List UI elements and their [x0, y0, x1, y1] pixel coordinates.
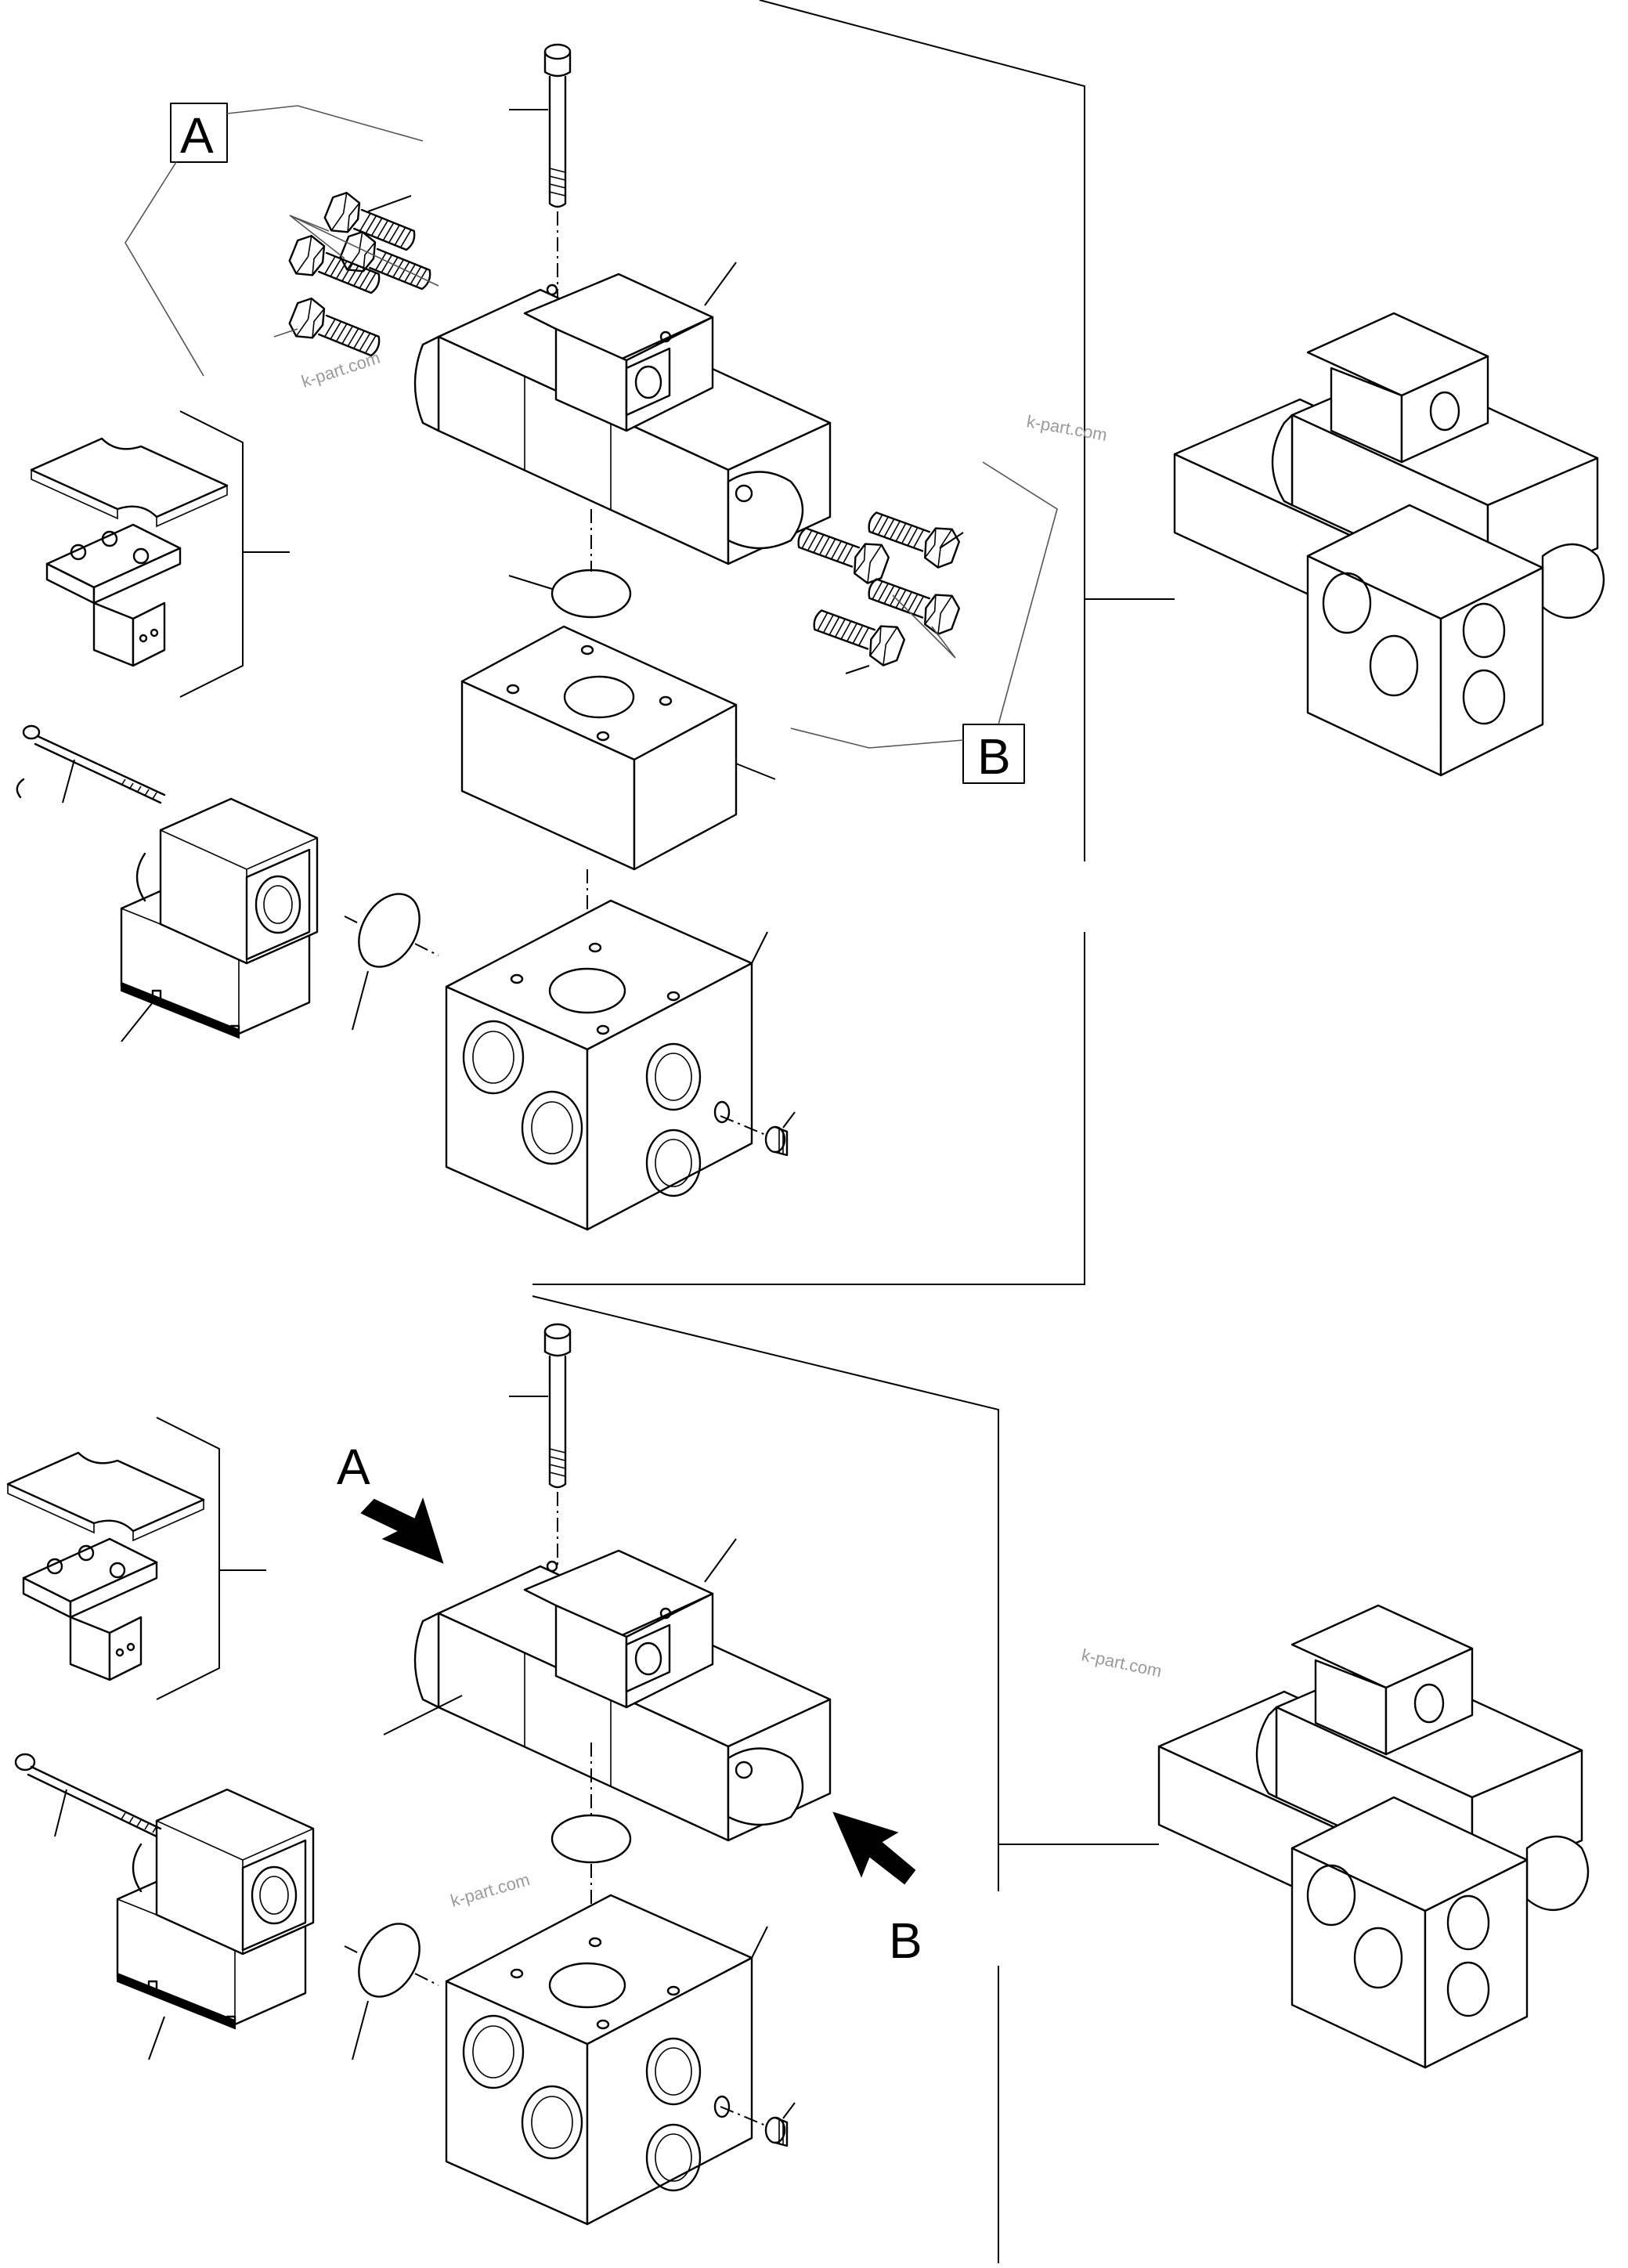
top-label-b: B	[977, 728, 1011, 785]
top-label-b-box: B	[790, 461, 1058, 785]
bottom-exploded-view: A B	[6, 1295, 1590, 2263]
watermark-3: k-part.com	[448, 1869, 532, 1911]
bottom-coil-o-ring	[344, 1923, 439, 2060]
top-label-a-box: A	[125, 103, 424, 377]
top-spacer-plate	[460, 625, 776, 871]
bottom-group-bracket	[532, 1295, 1159, 2263]
top-coil-assembly	[120, 797, 319, 1042]
top-exploded-view: A B	[16, 0, 1605, 1285]
top-plug	[720, 1111, 796, 1157]
top-manifold-block	[445, 899, 768, 1231]
top-assembled-valve	[1173, 312, 1605, 777]
bottom-arrow-a: A	[337, 1439, 444, 1564]
bottom-label-b: B	[889, 1912, 922, 1969]
bottom-cap-screw	[509, 1323, 572, 1489]
bottom-arrow-b: B	[832, 1811, 922, 1969]
watermark-4: k-part.com	[1080, 1645, 1164, 1681]
top-bolts-right	[791, 500, 964, 674]
top-coil-o-ring	[344, 893, 439, 1031]
bottom-terminal-bracket	[156, 1417, 266, 1700]
bottom-o-ring	[550, 1814, 632, 1864]
watermark-2: k-part.com	[1025, 411, 1109, 445]
top-label-a: A	[180, 107, 214, 164]
bottom-coil-assembly	[116, 1788, 315, 2060]
top-coil-rod	[16, 724, 166, 804]
top-bolts-left	[273, 187, 439, 367]
bottom-label-a: A	[337, 1439, 370, 1495]
top-terminal-block	[30, 437, 229, 667]
bottom-valve-body	[383, 1538, 832, 1842]
top-terminal-bracket	[179, 410, 290, 698]
top-group-bracket	[532, 0, 1175, 1285]
top-valve-body	[413, 262, 832, 565]
watermark-1: k-part.com	[299, 348, 383, 392]
bottom-manifold-block	[445, 1894, 768, 2226]
bottom-assembled-valve	[1157, 1604, 1590, 2069]
bottom-plug	[720, 2102, 796, 2147]
bottom-coil-rod	[14, 1753, 162, 1838]
top-o-ring	[508, 569, 632, 619]
bottom-terminal-block	[6, 1451, 205, 1681]
top-cap-screw	[509, 43, 572, 208]
